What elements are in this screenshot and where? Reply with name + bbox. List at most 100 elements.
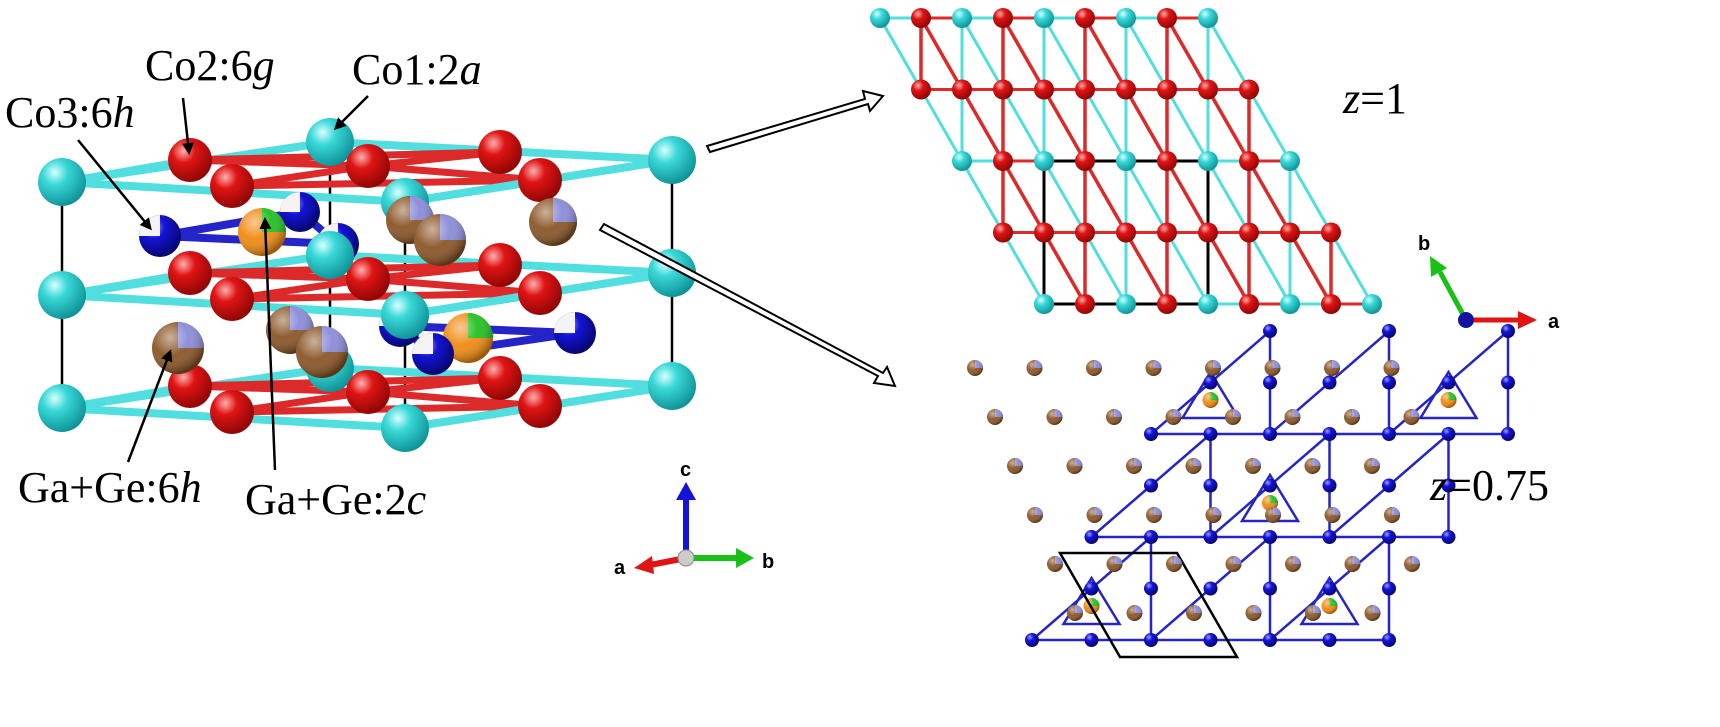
ga-ge-6h-atom-2d [1126,458,1142,474]
ga-ge-6h-atom-2d-shine [1205,360,1221,376]
ga-ge-6h-atom-2d-shine [1166,556,1182,572]
co1-atom [38,384,86,432]
ga-ge-2c-atom-2d-shine [1262,495,1278,511]
co3-atom-2d [1382,478,1396,493]
ga-ge-6h-atom [296,326,348,378]
co2-atom [346,370,390,414]
co1-atom-2d [1198,151,1218,171]
ga-ge-2c-atom-2d [1321,598,1338,614]
ga-ge-6h-atom-2d-shine [1106,409,1122,425]
co2-atom-2d [993,151,1013,171]
ga-ge-6h-atom-2d-shine [987,409,1003,425]
ga-ge-6h-atom-2d-shine [1403,409,1420,425]
axes-origin [677,549,695,567]
co2-bond [364,388,544,410]
co2-atom [210,164,254,208]
label-pointers [77,95,369,471]
co3-atom-2d [1322,581,1337,596]
co3-atom-2d [1441,530,1456,544]
ga-ge-2c-atom-2d [1440,392,1457,408]
b-axis-arrow-2d [1437,270,1469,322]
ga-ge-6h-atom-2d [1165,409,1182,425]
co3-atom-2d [1382,530,1396,544]
co3-atom-2d [1382,581,1396,596]
layer-bond [1206,159,1251,234]
ga-ge-6h-atom-2d-shine [1225,556,1242,572]
co-layers-3d [38,118,696,452]
layer-bond [1165,231,1210,306]
co2-atom [168,364,212,408]
co3-atom-2d [1203,375,1218,390]
co2-atom [168,138,212,182]
co2-atom-2d [1034,79,1054,100]
a-axis-label: a [614,557,626,579]
co2-bond-2d [960,87,1005,163]
co2-atom [478,130,522,174]
ga-ge-6h-atom-2d-shine [967,360,983,376]
ga-ge-6h-atom-2d-shine [1404,556,1420,572]
co3-atom-2d [1322,375,1337,390]
ga-ge-6h-atom-2d-shine [1384,507,1400,523]
ga-ge-6h-atom-2d [1086,360,1102,376]
co2-atom-2d [1157,79,1177,100]
co3-small-triangle [1180,369,1241,420]
ga-ge-6h-atom-2d [1166,556,1182,572]
co3-atom-white [280,192,300,212]
co2-bond-2d [1001,159,1046,235]
ga2c-pointer [259,217,277,471]
co2-bond-2d [1206,230,1251,306]
ga-ge-6h-atom-2d-shine [1046,409,1063,425]
ga-ge-6h-atom-2d-shine [1245,605,1262,621]
co2-atom-2d [952,79,972,100]
co3-atom-2d [1263,633,1277,647]
ga-ge-2c-atom-2d-shine [1202,392,1219,408]
layer-bond [1001,231,1046,306]
co3-atom-2d [1322,530,1337,544]
z075-layer-projection [967,324,1515,659]
co3-atom [554,312,596,354]
ga-ge-6h-atom-2d-shine [1066,458,1083,474]
a-axis-head [634,556,654,574]
ga2c-label: Ga+Ge:2c [245,475,427,524]
c-axis-head [676,482,696,500]
ga-ge-6h-atom-2d-shine [1186,605,1202,621]
ga-ge-6h-atom-2d [1245,605,1262,621]
layer-bond [1206,16,1251,91]
ga-ge-6h-atom-2d [1007,458,1023,474]
co3-atom-2d [1084,633,1099,647]
co1-atom-2d [1116,294,1136,314]
layer-bond [1247,88,1292,163]
co2-bond-2d [1206,87,1251,163]
co3-atom-2d [1501,375,1515,390]
co2-bond [364,162,544,184]
co2-atom-2d [1157,151,1177,171]
ga-ge-6h-atom-2d [1146,507,1162,523]
ga-ge-6h-atom-2d-shine [1086,507,1103,523]
co1-atom-2d [1280,151,1300,171]
ga-ge-6h-atom-2d-shine [1344,556,1361,572]
ga-ge-6h-atom-2d-shine [1047,556,1063,572]
co2-bond [186,382,372,396]
co2-bond [364,261,504,283]
ga-ge-2c-atom-2d [1202,392,1219,408]
z075-label: z=0.75 [1429,461,1549,510]
co2-atom-2d [1075,151,1095,171]
ga-ge-6h-atom-2d [1205,507,1222,523]
co1-atom-2d [1034,151,1054,171]
layer-bond [1247,231,1292,306]
co2-atom [210,277,254,321]
layer-bond [1042,16,1087,91]
co2-atom-2d [1280,222,1300,243]
ga-ge-6h-atom-2d [1304,458,1321,474]
arrow-to-top-layer [705,89,885,154]
ga-ge-6h-atom-2d [1265,507,1281,523]
ga-ge-6h-atom-2d [1384,507,1400,523]
co2-bond [228,162,372,190]
co3-small-triangle [1061,575,1122,626]
ga-ge-6h-atom-2d [1185,458,1202,474]
ga-ge-6h-atom-shine [152,322,204,374]
ga-ge-6h-atom-2d-shine [1304,458,1321,474]
co2-bond [228,402,544,416]
ga-ge-2c-atom [443,313,493,363]
ga-ge-6h-atom-2d [1404,556,1420,572]
